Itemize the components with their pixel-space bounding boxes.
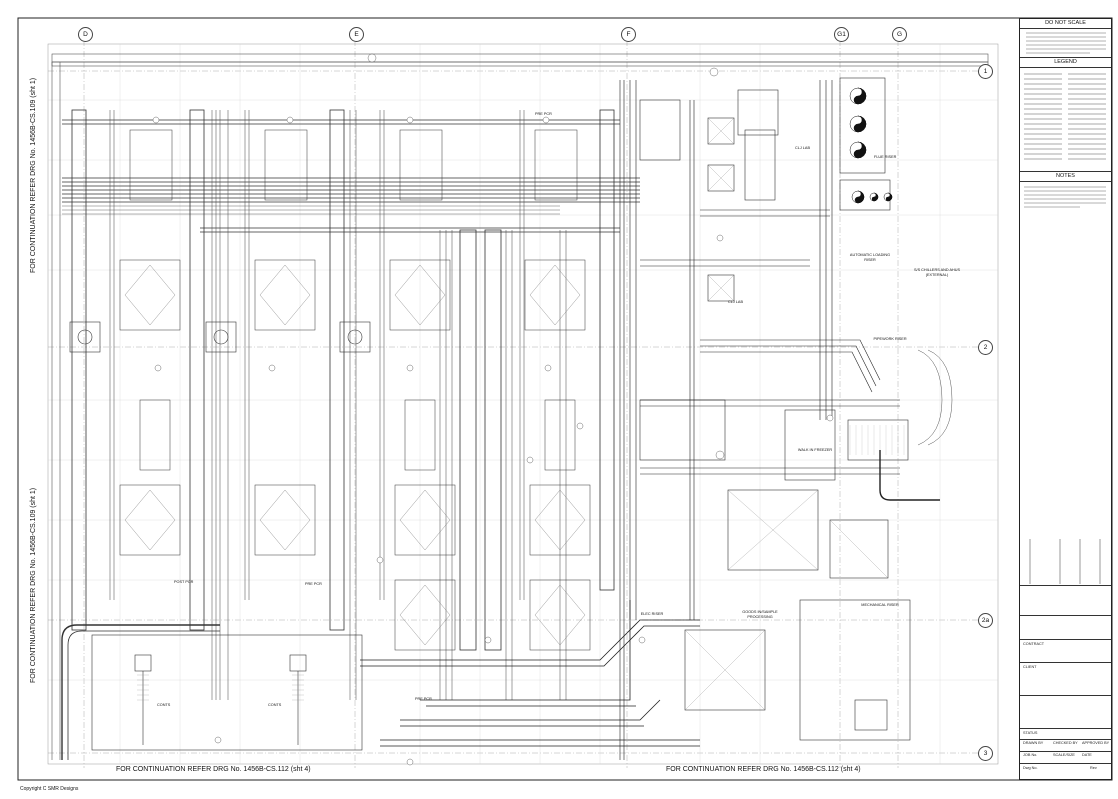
title-block-divider <box>1020 615 1111 616</box>
grid-bubble-3: 3 <box>978 746 993 761</box>
room-label-pre-pcr-mid: PRE PCR <box>305 582 322 586</box>
room-label-walk-in-freezer: WALK IN FREEZER <box>797 448 833 452</box>
room-label-pre-pcr-bottom: PRE PCR <box>415 697 432 701</box>
title-block-divider <box>1020 57 1111 58</box>
legend-heading: LEGEND <box>1054 59 1077 65</box>
room-label-post-pcr: POST PCR <box>174 580 194 584</box>
title-block: DO NOT SCALE LEGEND <box>1019 18 1112 780</box>
approved-by-label: APPROVED BY <box>1082 741 1110 745</box>
title-block-divider <box>1020 28 1111 29</box>
title-block-divider <box>1020 751 1111 752</box>
job-no-label: JOB No. <box>1023 753 1038 757</box>
grid-bubble-2: 2 <box>978 340 993 355</box>
title-block-divider <box>1020 763 1111 764</box>
room-label-elec-riser: ELEC RISER <box>640 612 664 616</box>
title-block-divider <box>1020 695 1111 696</box>
grid-bubble-g1: G1 <box>834 27 849 42</box>
scale-label: SCALE/SIZE <box>1053 753 1075 757</box>
drawn-by-label: DRAWN BY <box>1023 741 1044 745</box>
key-plan <box>1029 539 1101 584</box>
copyright-fine-print <box>1026 32 1106 54</box>
title-block-divider <box>1020 662 1111 663</box>
grid-bubble-2a: 2a <box>978 613 993 628</box>
date-label: DATE <box>1082 753 1092 757</box>
title-block-divider <box>1020 585 1111 586</box>
room-label-conts-left: CONTS <box>157 703 171 707</box>
contract-label: CONTRACT <box>1023 642 1045 646</box>
continuation-note-left-upper: FOR CONTINUATION REFER DRG No. 1456B-CS.… <box>30 77 37 273</box>
grid-bubble-1: 1 <box>978 64 993 79</box>
title-block-divider <box>1020 181 1111 182</box>
room-label-conts-right: CONTS <box>268 703 282 707</box>
room-label-goods-in: GOODS IN/SAMPLE PROCESSING <box>742 610 778 619</box>
continuation-note-bottom-right: FOR CONTINUATION REFER DRG No. 1456B-CS.… <box>666 766 861 773</box>
room-label-pipework-riser: PIPEWORK RISER <box>873 337 907 341</box>
continuation-note-left-lower: FOR CONTINUATION REFER DRG No. 1456B-CS.… <box>30 487 37 683</box>
room-label-flue-riser: FLUE RISER <box>874 155 897 159</box>
title-block-divider <box>1020 639 1111 640</box>
room-label-chillers-ahus: S/S CHILLERS AND AHUS (EXTERNAL) <box>914 268 960 277</box>
room-label-clj-lab-upper: CLJ LAB <box>795 146 810 150</box>
room-label-mechanical-riser: MECHANICAL RISER <box>861 603 899 607</box>
title-block-divider <box>1020 67 1111 68</box>
title-block-divider <box>1020 739 1111 740</box>
title-block-divider <box>1020 728 1111 729</box>
grid-bubble-g: G <box>892 27 907 42</box>
do-not-scale-heading: DO NOT SCALE <box>1045 20 1086 26</box>
notes-fine-print <box>1024 186 1106 208</box>
rev-label: Rev <box>1090 766 1097 770</box>
room-label-automatic-loading-riser: AUTOMATIC LOADING RISER <box>849 253 891 262</box>
grid-bubble-f: F <box>621 27 636 42</box>
room-label-clj-lab-lower: CLJ LAB <box>728 300 743 304</box>
grid-bubble-e: E <box>349 27 364 42</box>
title-block-divider <box>1020 171 1111 172</box>
legend-list <box>1024 73 1106 160</box>
copyright-note: Copyright C SMR Designs <box>20 786 79 792</box>
notes-heading: NOTES <box>1056 173 1075 179</box>
client-label: CLIENT <box>1023 665 1037 669</box>
checked-by-label: CHECKED BY <box>1053 741 1078 745</box>
dwg-no-label: Dwg No. <box>1023 766 1038 770</box>
status-label: STATUS <box>1023 731 1038 735</box>
continuation-note-bottom-left: FOR CONTINUATION REFER DRG No. 1456B-CS.… <box>116 766 311 773</box>
room-label-pre-pcr-top: PRE PCR <box>535 112 552 116</box>
grid-bubble-d: D <box>78 27 93 42</box>
